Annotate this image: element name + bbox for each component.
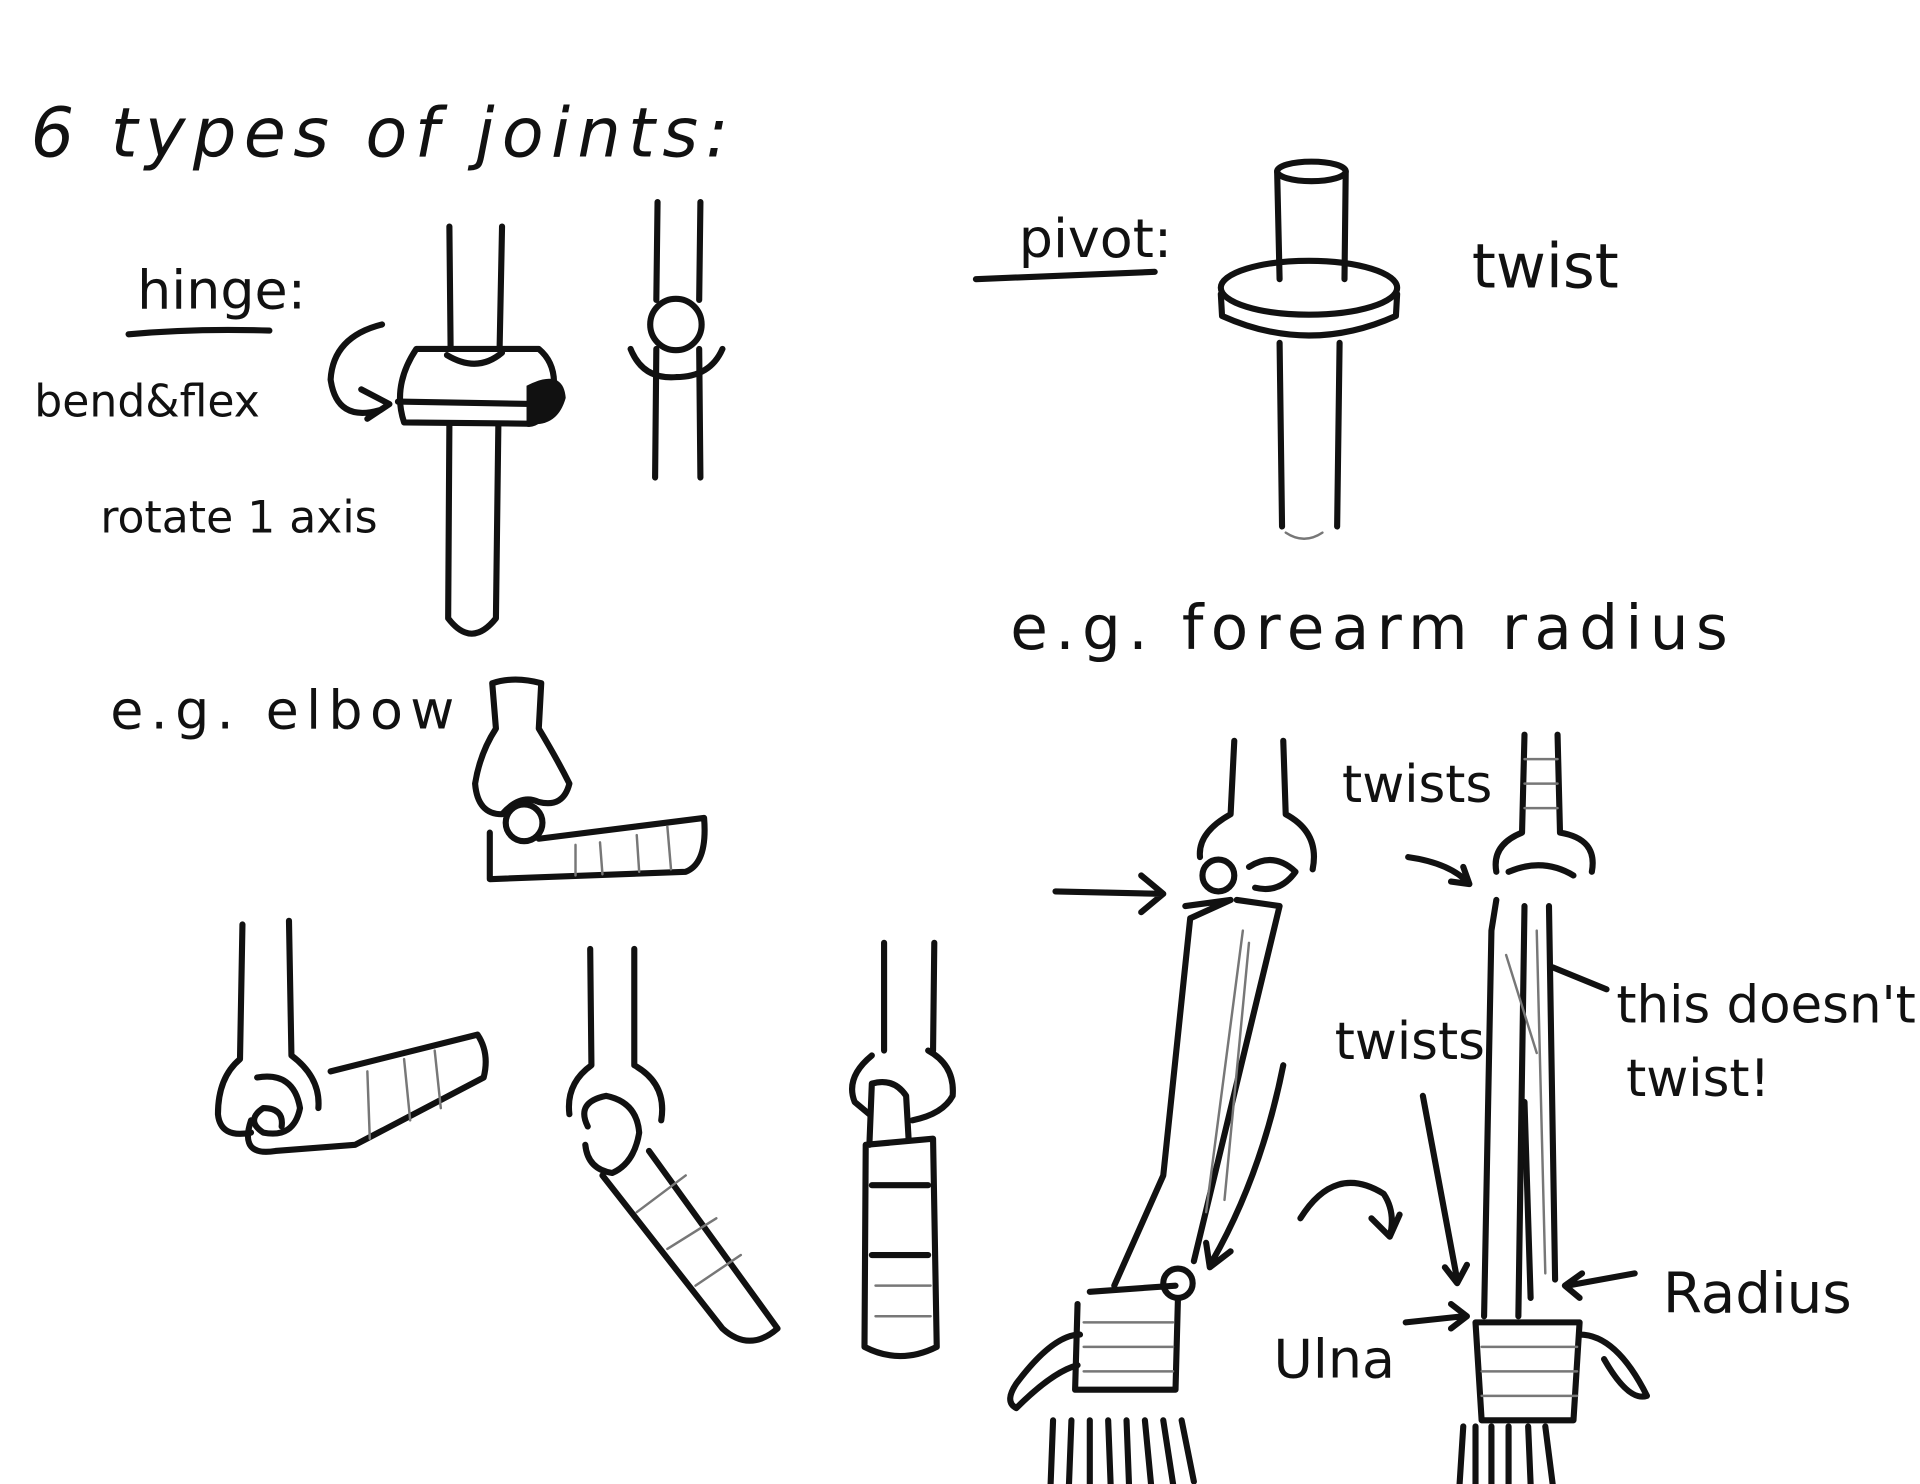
pivot-note-twist: twist <box>1472 232 1619 303</box>
pointer-ulna <box>1402 1300 1470 1332</box>
elbow-drawing-2 <box>214 917 489 1155</box>
label-no-twist-1: this doesn't <box>1616 975 1916 1035</box>
page-title: 6 types of joints: <box>31 94 736 174</box>
rotate-arrow-icon <box>327 321 393 422</box>
pivot-heading: pivot: <box>1019 207 1172 270</box>
elbow-drawing-4 <box>849 939 956 1359</box>
pivot-joint-drawing <box>1217 158 1401 540</box>
pointer-twists-top <box>1405 854 1473 888</box>
elbow-drawing-1 <box>472 676 708 883</box>
arrow-icon <box>1052 872 1167 916</box>
pointer-radius <box>1561 1270 1638 1301</box>
forearm-right-drawing <box>1297 731 1650 1484</box>
curved-arrow-icon <box>1297 1179 1403 1240</box>
elbow-drawing-3 <box>565 945 781 1344</box>
forearm-left-drawing <box>1007 737 1317 1484</box>
hinge-note-rotate: rotate 1 axis <box>100 493 377 544</box>
hinge-note-bend: bend&flex <box>34 376 260 427</box>
label-radius: Radius <box>1663 1262 1852 1327</box>
label-twists-mid: twists <box>1335 1012 1485 1072</box>
pointer-no-twist <box>1549 964 1610 993</box>
hinge-underline <box>125 326 273 338</box>
hinge-example: e.g. elbow <box>110 679 461 742</box>
hinge-heading: hinge: <box>137 259 306 322</box>
label-no-twist-2: twist! <box>1626 1049 1770 1109</box>
hinge-joint-side-drawing <box>627 198 726 481</box>
pointer-twists-mid <box>1419 1092 1470 1287</box>
label-twists-top: twists <box>1342 755 1492 815</box>
label-ulna: Ulna <box>1273 1327 1395 1390</box>
hinge-joint-front-drawing <box>327 223 566 637</box>
pivot-example: e.g. forearm radius <box>1010 593 1735 664</box>
pivot-underline <box>972 268 1158 283</box>
